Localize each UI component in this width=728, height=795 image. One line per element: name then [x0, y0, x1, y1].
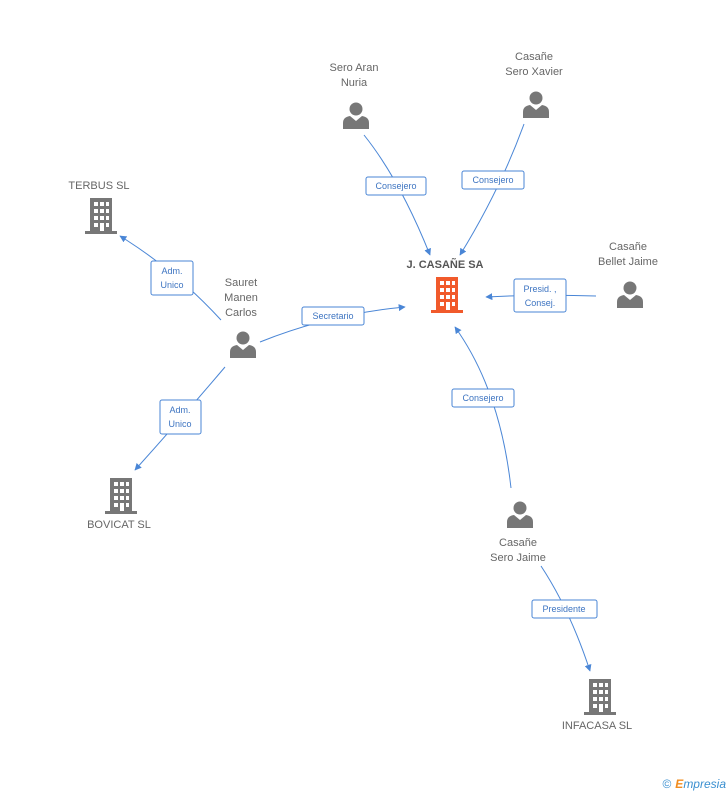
edge-label-box[interactable]	[513, 278, 567, 313]
brand-initial: E	[675, 777, 684, 791]
node-main-company[interactable]: J. CASAÑE SA	[406, 258, 484, 313]
node-label-line1: Casañe	[499, 537, 537, 549]
person-icon	[230, 331, 256, 358]
edge-label-unico: Unico	[168, 419, 191, 429]
person-icon	[507, 501, 533, 528]
node-label-line1: Casañe	[515, 51, 553, 63]
node-label-line2: Sero Jaime	[490, 552, 546, 564]
edge-label-box[interactable]	[301, 306, 365, 326]
copyright-symbol: ©	[662, 777, 672, 791]
edge-label-box[interactable]	[365, 176, 427, 196]
edge-sero-jaime-to-infacasa: Presidente	[531, 565, 598, 672]
edge-line	[459, 123, 525, 256]
node-infacasa[interactable]: INFACASA SL	[562, 679, 632, 732]
edge-sauret-to-main: Secretario	[259, 304, 406, 343]
edge-label-consej: Consej.	[525, 298, 556, 308]
edge-label-secretario: Secretario	[312, 311, 353, 321]
footer-brand[interactable]: ©Empresia	[662, 777, 726, 791]
node-label: TERBUS SL	[68, 180, 129, 192]
node-label-line3: Carlos	[225, 307, 257, 319]
edge-bellet-to-main: Presid. , Consej.	[485, 278, 597, 313]
edge-label-consejero: Consejero	[375, 181, 416, 191]
edge-sauret-to-terbus: Adm. Unico	[119, 235, 222, 321]
edge-label-box[interactable]	[531, 599, 598, 619]
node-casane-bellet-jaime[interactable]: Casañe Bellet Jaime	[598, 241, 658, 308]
edge-sero-jaime-to-main: Consejero	[451, 326, 515, 489]
edge-label-box[interactable]	[461, 170, 525, 190]
node-label-line2: Manen	[224, 292, 258, 304]
edge-label-unico: Unico	[160, 280, 183, 290]
node-label: J. CASAÑE SA	[406, 258, 483, 271]
building-icon	[584, 679, 616, 715]
node-label: INFACASA SL	[562, 720, 632, 732]
building-icon	[85, 198, 117, 234]
node-label-line2: Nuria	[341, 77, 368, 89]
node-casane-sero-xavier[interactable]: Casañe Sero Xavier	[505, 51, 563, 118]
edge-label-adm: Adm.	[161, 266, 182, 276]
person-icon	[343, 102, 369, 129]
edge-sauret-to-bovicat: Adm. Unico	[134, 366, 226, 471]
node-label-line1: Sauret	[225, 277, 257, 289]
edge-label-adm: Adm.	[169, 405, 190, 415]
node-label-line2: Bellet Jaime	[598, 256, 658, 268]
node-bovicat[interactable]: BOVICAT SL	[87, 478, 151, 531]
edge-label-presid: Presid. ,	[523, 284, 556, 294]
node-casane-sero-jaime[interactable]: Casañe Sero Jaime	[490, 501, 546, 565]
brand-name: mpresia	[683, 777, 726, 791]
edge-label-consejero: Consejero	[462, 393, 503, 403]
node-terbus[interactable]: TERBUS SL	[68, 180, 130, 234]
edge-label-consejero: Consejero	[472, 175, 513, 185]
edge-sero-xavier-to-main: Consejero	[459, 123, 525, 256]
node-label-line1: Sero Aran	[330, 62, 379, 74]
node-label-line2: Sero Xavier	[505, 66, 563, 78]
node-sero-aran-nuria[interactable]: Sero Aran Nuria	[330, 62, 379, 129]
edge-sero-aran-to-main: Consejero	[363, 134, 431, 256]
node-sauret-manen-carlos[interactable]: Sauret Manen Carlos	[224, 277, 258, 358]
building-icon	[105, 478, 137, 514]
node-label-line1: Casañe	[609, 241, 647, 253]
person-icon	[523, 91, 549, 118]
edge-label-presidente: Presidente	[542, 604, 585, 614]
building-icon	[431, 277, 463, 313]
person-icon	[617, 281, 643, 308]
edge-label-box[interactable]	[150, 260, 194, 296]
edge-label-box[interactable]	[451, 388, 515, 408]
edge-label-box[interactable]	[159, 399, 202, 435]
node-label: BOVICAT SL	[87, 519, 151, 531]
